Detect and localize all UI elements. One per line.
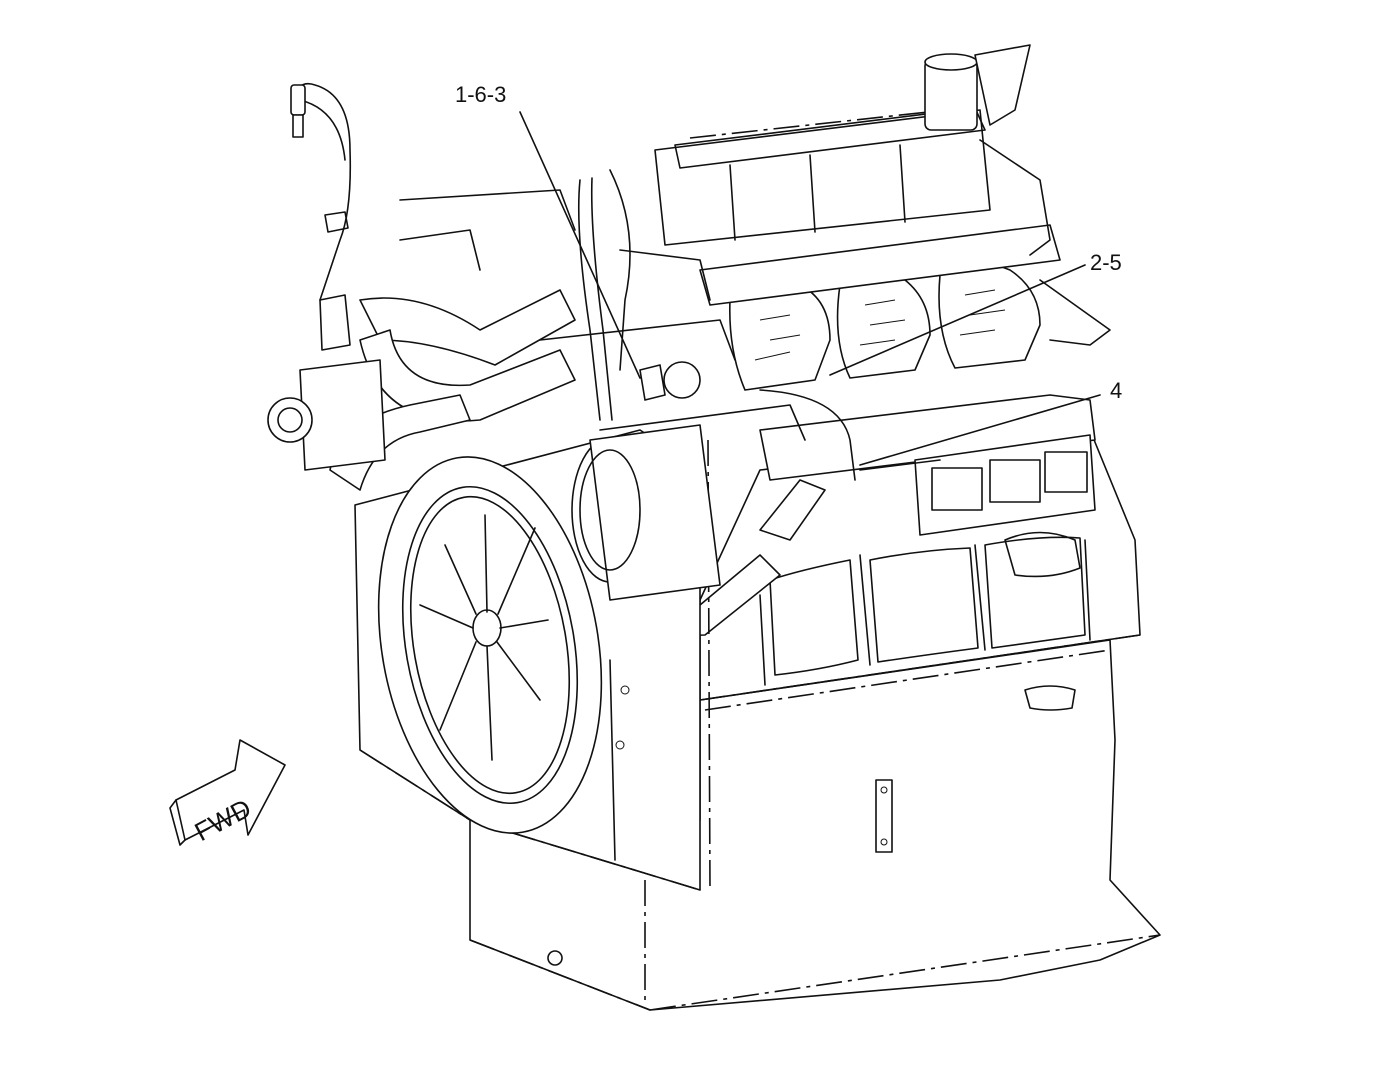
air-piping [329, 289, 826, 637]
callout-1-6-3: 1-6-3 [455, 82, 506, 107]
front-cover [571, 424, 721, 601]
leader-lines [519, 111, 1101, 466]
wiring-harness [290, 82, 352, 301]
left-bracket [267, 294, 386, 471]
fwd-arrow: FWD [169, 739, 286, 847]
callout-4: 4 [1110, 378, 1122, 403]
callout-2-5: 2-5 [1090, 250, 1122, 275]
cylinder-bank [699, 224, 1111, 536]
aftercooler-housing [654, 44, 1051, 256]
flywheel [377, 456, 603, 834]
fuel-lines [399, 169, 941, 481]
